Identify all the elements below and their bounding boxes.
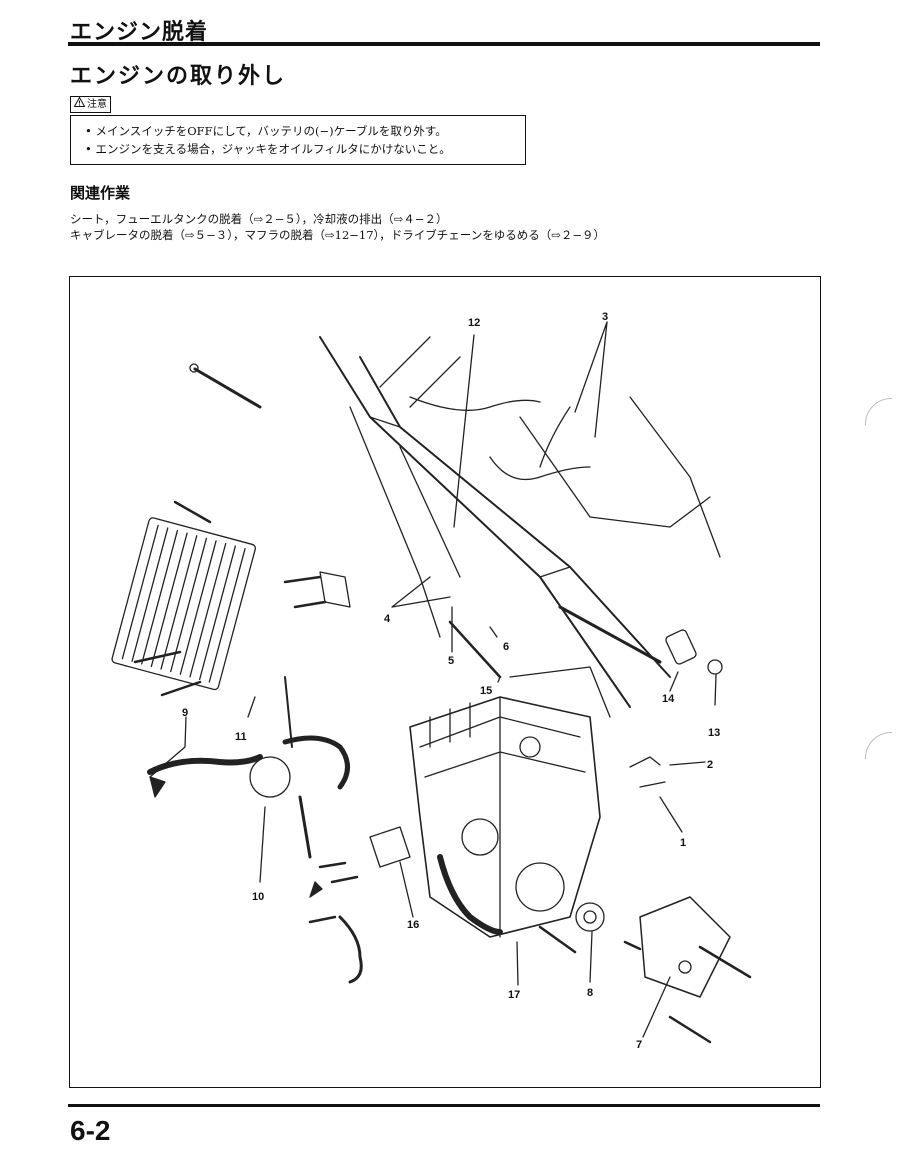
related-work-line: キャブレータの脱着（⇨５−３），マフラの脱着（⇨12−17），ドライブチェーンを… (70, 228, 606, 242)
callout-2: 2 (707, 759, 714, 771)
warning-triangle-icon (73, 96, 86, 112)
related-work-line: シート，フューエルタンクの脱着（⇨２−５），冷却液の排出（⇨４−２） (70, 212, 448, 226)
callout-15: 15 (480, 685, 493, 697)
callout-4: 4 (384, 613, 391, 625)
caution-label: 注意 (70, 96, 111, 113)
callout-14: 14 (662, 693, 675, 705)
callout-7: 7 (636, 1039, 643, 1051)
caution-box: メインスイッチをOFFにして，バッテリの(−)ケーブルを取り外す。 エンジンを支… (70, 115, 526, 165)
callout-8: 8 (587, 987, 594, 999)
margin-mark (865, 732, 892, 759)
callout-1: 1 (680, 837, 687, 849)
callout-11: 11 (235, 731, 247, 743)
caution-item: エンジンを支える場合，ジャッキをオイルフィルタにかけないこと。 (85, 140, 515, 158)
callout-3: 3 (602, 311, 609, 323)
engine-removal-diagram: 12 3 4 5 6 15 14 13 11 9 2 1 10 16 17 8 … (69, 276, 821, 1088)
callout-9: 9 (182, 707, 189, 719)
page-number: 6-2 (70, 1115, 111, 1146)
callout-12: 12 (468, 317, 481, 329)
caution-item: メインスイッチをOFFにして，バッテリの(−)ケーブルを取り外す。 (85, 122, 515, 140)
callout-16: 16 (407, 919, 420, 931)
callout-17: 17 (508, 989, 521, 1001)
related-work-heading: 関連作業 (70, 184, 131, 202)
footer-rule (68, 1104, 820, 1107)
engine-exploded-drawing (111, 321, 752, 1044)
margin-mark (865, 398, 892, 425)
callout-10: 10 (252, 891, 265, 903)
callout-6: 6 (503, 641, 510, 653)
callout-13: 13 (708, 727, 721, 739)
page-heading: エンジンの取り外し (70, 64, 287, 89)
callout-5: 5 (448, 655, 455, 667)
caution-label-text: 注意 (87, 98, 107, 110)
related-work-text: シート，フューエルタンクの脱着（⇨２−５），冷却液の排出（⇨４−２） キャブレー… (70, 211, 605, 243)
section-rule (68, 42, 820, 46)
section-title: エンジン脱着 (70, 20, 209, 45)
